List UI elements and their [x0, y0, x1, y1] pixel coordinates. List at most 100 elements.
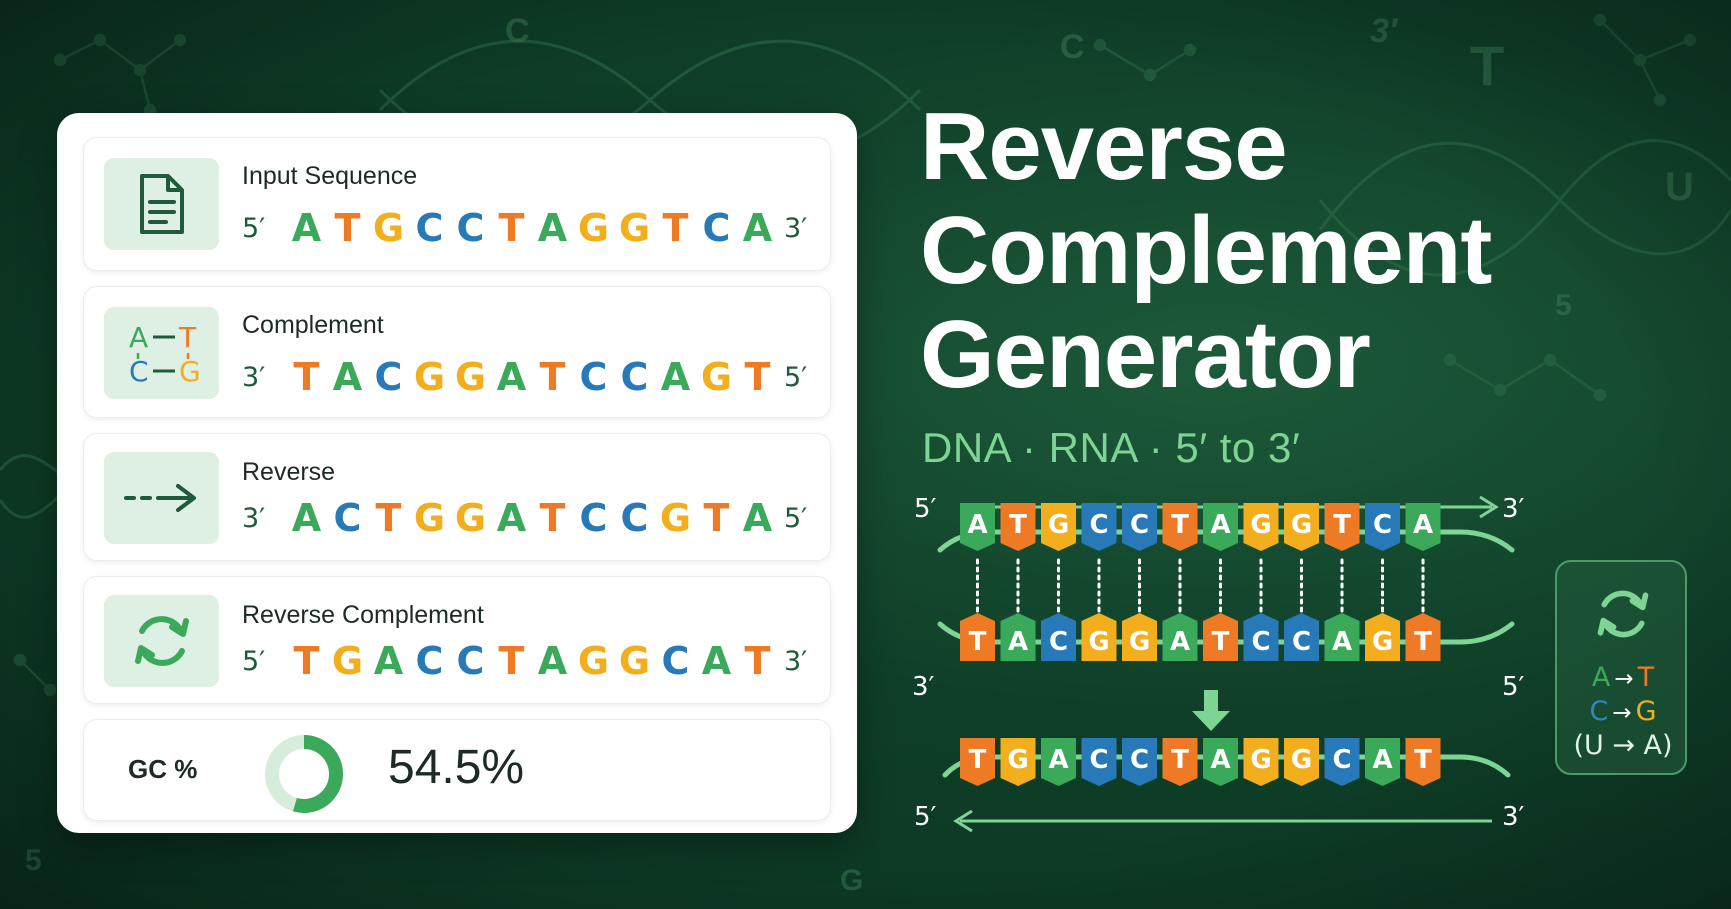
- rule-to: G: [1635, 696, 1657, 727]
- base-letter: A: [1210, 745, 1230, 775]
- row-label: Complement: [242, 311, 384, 339]
- strand-end-label: 5′: [242, 212, 266, 244]
- base-g: G: [577, 206, 610, 250]
- rule-from: C: [1589, 696, 1609, 727]
- base-letter: T: [1414, 745, 1432, 775]
- nucleotide-g: [1122, 613, 1157, 661]
- base-letter: T: [969, 745, 987, 775]
- base-c: C: [333, 496, 362, 540]
- nucleotide-t: [1162, 503, 1198, 551]
- gc-content-row: GC % 54.5%: [83, 719, 831, 821]
- base-a: A: [496, 355, 527, 399]
- base-t: T: [375, 496, 402, 540]
- strand-end-label: 3′: [784, 212, 808, 244]
- nucleotide-t: [960, 613, 995, 661]
- nucleotide-a: [1000, 613, 1036, 661]
- refresh-cycle-icon: [1597, 590, 1649, 638]
- base-c: C: [456, 639, 485, 683]
- base-c: C: [415, 639, 444, 683]
- base-letter: T: [1009, 510, 1027, 540]
- strand-end-label: 5′: [242, 645, 266, 677]
- nucleotide-c: [1081, 738, 1117, 786]
- nucleotide-a: [1203, 738, 1238, 786]
- base-a: A: [537, 639, 568, 683]
- base-a: A: [291, 206, 322, 250]
- nucleotide-c: [1122, 738, 1157, 786]
- nucleotide-t: [1405, 613, 1441, 661]
- base-a: A: [537, 206, 568, 250]
- base-t: T: [539, 355, 566, 399]
- nucleotide-a: [1203, 503, 1238, 551]
- base-g: G: [454, 496, 487, 540]
- strand-end-label: 5′: [784, 502, 808, 534]
- nucleotide-g: [1365, 613, 1400, 661]
- base-g: G: [413, 355, 446, 399]
- base-t: T: [744, 355, 771, 399]
- base-c: C: [456, 206, 485, 250]
- nucleotide-a: [1041, 738, 1076, 786]
- base-t: T: [744, 639, 771, 683]
- nucleotide-c: [1243, 613, 1279, 661]
- base-c: C: [702, 206, 731, 250]
- base-t: T: [662, 206, 689, 250]
- base-letter: G: [1007, 745, 1028, 775]
- legend-rule-rna: (U → A): [1573, 730, 1673, 761]
- strand-end-label: 3′: [242, 502, 266, 534]
- base-a: A: [291, 496, 322, 540]
- nucleotide-c: [1122, 503, 1157, 551]
- base-letter: A: [1332, 627, 1352, 657]
- base-letter: T: [1171, 745, 1189, 775]
- base-t: T: [293, 355, 320, 399]
- base-a: A: [742, 496, 773, 540]
- icon-letter: G: [179, 355, 201, 388]
- base-c: C: [579, 355, 608, 399]
- strand-end-label: 3′: [1502, 494, 1525, 524]
- nucleotide-g: [1243, 503, 1279, 551]
- base-a: A: [660, 355, 691, 399]
- base-t: T: [498, 639, 525, 683]
- base-g: G: [700, 355, 733, 399]
- nucleotide-g: [1243, 738, 1279, 786]
- base-letter: T: [1212, 627, 1230, 657]
- base-g: G: [618, 206, 651, 250]
- nucleotide-g: [1284, 738, 1319, 786]
- nucleotide-c: [1284, 613, 1319, 661]
- down-arrow-icon: [1192, 690, 1230, 731]
- strand-end-label: 5′: [914, 802, 937, 832]
- nucleotide-t: [1203, 613, 1238, 661]
- base-letter: T: [1171, 510, 1189, 540]
- base-letter: A: [967, 510, 987, 540]
- rule-to: T: [1637, 662, 1655, 693]
- icon-letter: A: [129, 321, 148, 354]
- nucleotide-g: [1000, 738, 1036, 786]
- base-letter: C: [1251, 627, 1270, 657]
- base-c: C: [374, 355, 403, 399]
- legend-rule-a-t: A→T: [1557, 662, 1689, 693]
- base-a: A: [701, 639, 732, 683]
- nucleotide-a: [960, 503, 995, 551]
- base-t: T: [498, 206, 525, 250]
- base-g: G: [618, 639, 651, 683]
- icon-letter: C: [129, 355, 149, 388]
- title-line: Generator: [920, 301, 1371, 408]
- icon-letter: T: [178, 321, 197, 354]
- base-letter: A: [1008, 627, 1028, 657]
- base-g: G: [454, 355, 487, 399]
- base-letter: A: [1372, 745, 1392, 775]
- base-letter: A: [1048, 745, 1068, 775]
- nucleotide-c: [1324, 738, 1360, 786]
- base-letter: G: [1291, 510, 1312, 540]
- base-a: A: [332, 355, 363, 399]
- strand-end-label: 3′: [912, 672, 935, 702]
- base-letter: C: [1089, 745, 1108, 775]
- refresh-cycle-icon: [104, 595, 219, 687]
- base-g: G: [413, 496, 446, 540]
- base-letter: G: [1250, 510, 1271, 540]
- nucleotide-g: [1041, 503, 1076, 551]
- nucleotide-a: [1324, 613, 1360, 661]
